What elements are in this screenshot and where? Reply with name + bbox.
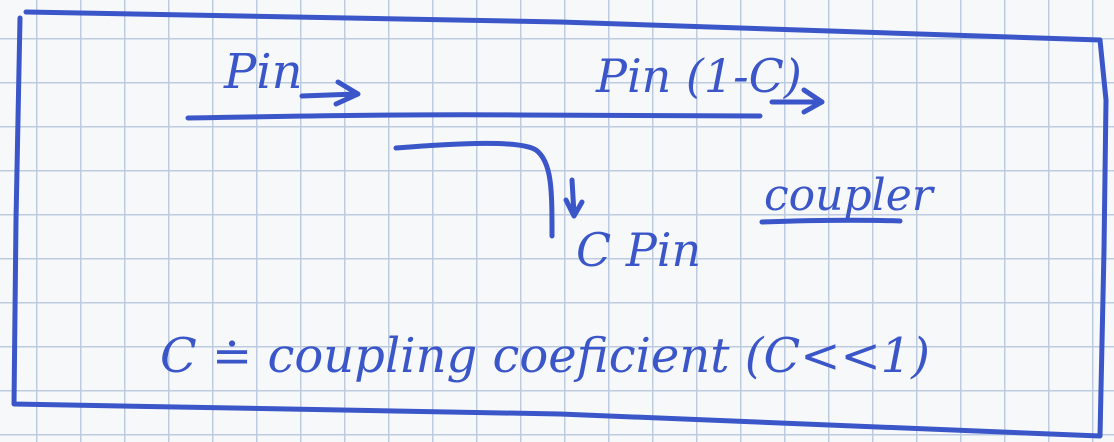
main-line bbox=[185, 112, 763, 121]
output-arrow bbox=[769, 87, 825, 115]
coupling-coefficient-definition: C ≐ coupling coeficient (C<<1) bbox=[160, 328, 930, 384]
coupled-branch-line bbox=[393, 140, 555, 239]
frame-box bbox=[11, 9, 1109, 439]
component-label-underline bbox=[759, 217, 903, 225]
input-power-label: Pin bbox=[223, 44, 303, 100]
coupled-power-label: C Pin bbox=[576, 223, 701, 277]
input-arrow bbox=[299, 79, 361, 107]
coupled-arrow bbox=[563, 177, 585, 219]
through-power-label: Pin (1-C) bbox=[595, 49, 802, 103]
component-label: coupler bbox=[764, 170, 936, 221]
